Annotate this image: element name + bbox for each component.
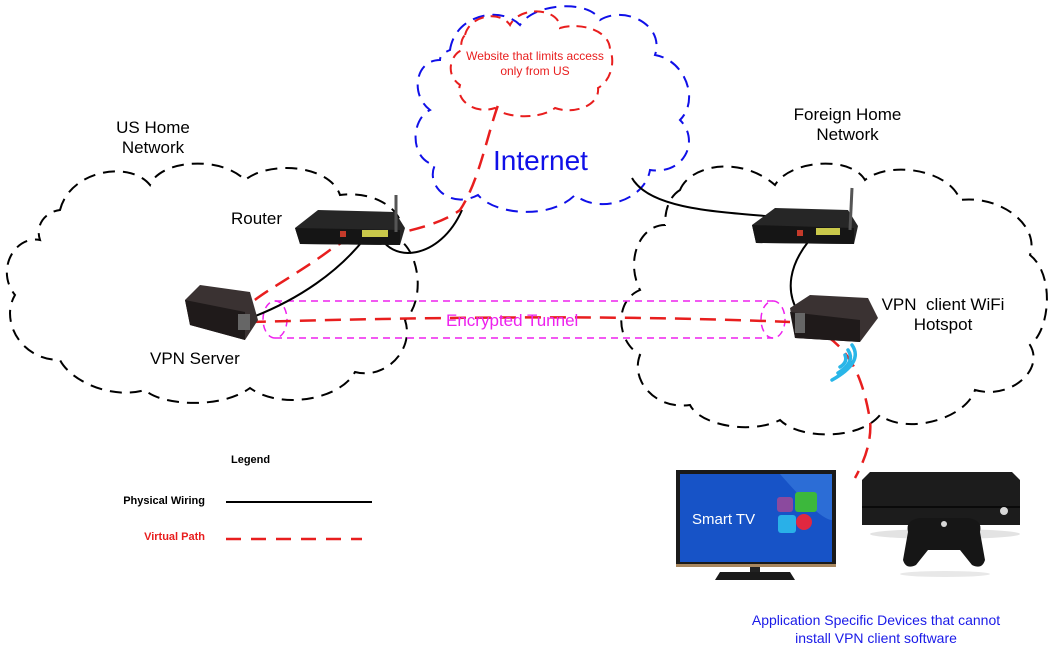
us-home-network-label: US Home Network xyxy=(98,118,208,159)
website-label: Website that limits access only from US xyxy=(450,49,620,79)
encrypted-tunnel xyxy=(262,300,786,339)
legend-item-virtual-path: Virtual Path xyxy=(144,531,205,543)
foreign-home-network-label: Foreign Home Network xyxy=(775,105,920,146)
legend-title: Legend xyxy=(231,454,271,466)
devices-caption: Application Specific Devices that cannot… xyxy=(720,612,1032,647)
website-label-line2: only from US xyxy=(500,64,570,78)
vpn-client-hotspot-label-line1: VPN client WiFi xyxy=(881,295,1005,314)
foreign-home-network-label-line2: Network xyxy=(816,125,879,145)
us-home-network-label-line2: Network xyxy=(121,138,185,158)
internet-cloud xyxy=(414,5,690,213)
us-router-device xyxy=(295,195,405,245)
vpn-client-hotspot-device xyxy=(790,295,878,342)
internet-label: Internet xyxy=(493,145,588,176)
us-home-network-label-line1: US Home xyxy=(116,118,190,137)
game-console-device xyxy=(862,472,1020,577)
encrypted-tunnel-label: Encrypted Tunnel xyxy=(446,311,579,330)
foreign-router-device xyxy=(752,187,858,244)
foreign-home-network-label-line1: Foreign Home xyxy=(793,105,902,124)
smart-tv-screen-text: Smart TV xyxy=(692,511,755,528)
vpn-server-device xyxy=(185,285,258,340)
website-label-line1: Website that limits access xyxy=(466,49,604,63)
vpn-client-hotspot-label: VPN client WiFi Hotspot xyxy=(868,295,1018,336)
website-cloud xyxy=(449,10,614,118)
us-home-network-cloud xyxy=(5,162,419,404)
foreign-home-network-cloud xyxy=(620,162,1048,436)
router-label: Router xyxy=(231,209,283,228)
smart-tv-device: Smart TV xyxy=(676,470,836,580)
vpn-client-hotspot-label-line2: Hotspot xyxy=(913,315,973,335)
devices-caption-line1: Application Specific Devices that cannot xyxy=(751,612,1001,628)
devices-caption-line2: install VPN client software xyxy=(795,629,957,646)
vpn-server-label: VPN Server xyxy=(150,349,240,368)
wifi-signal-icon xyxy=(830,343,857,382)
legend-item-physical-wiring: Physical Wiring xyxy=(123,495,205,507)
